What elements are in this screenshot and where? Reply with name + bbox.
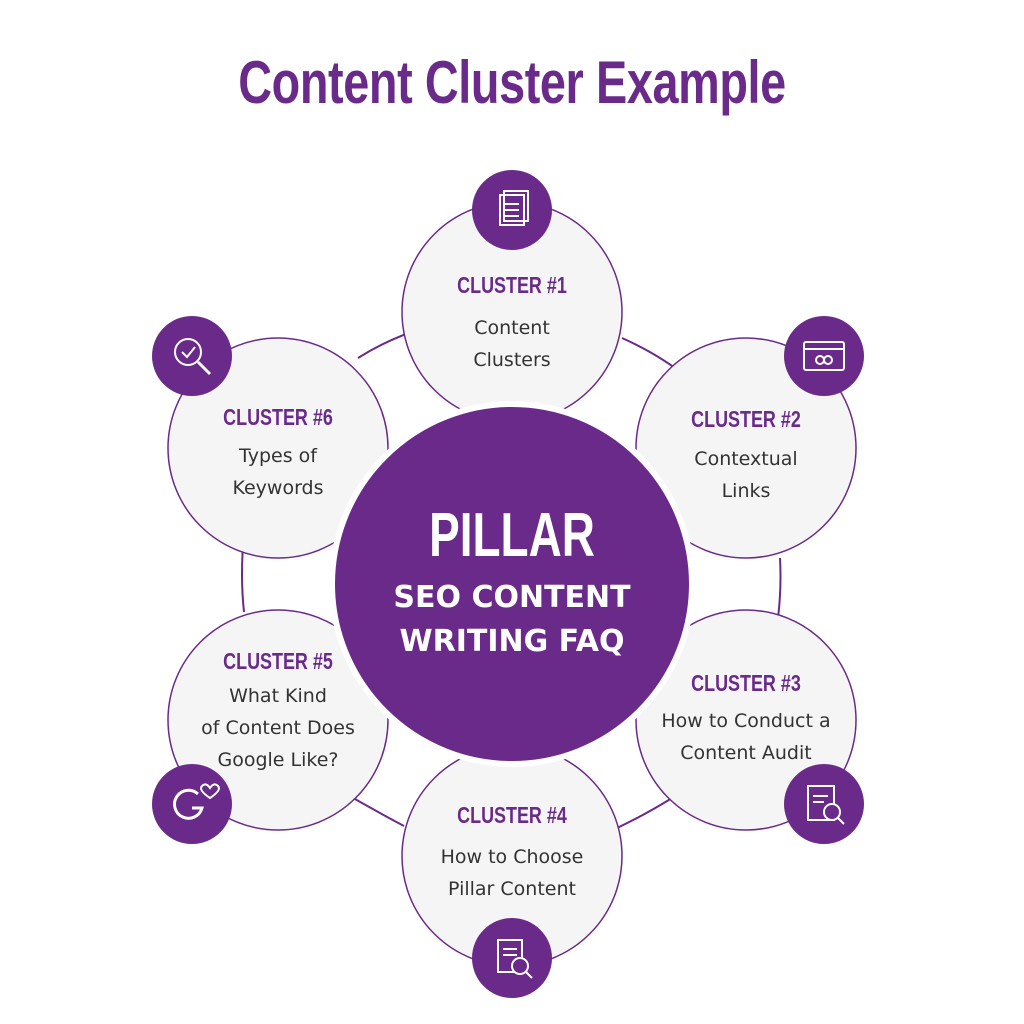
cluster-4-text: How to Choose Pillar Content	[440, 846, 584, 900]
cluster-6-text: Types of Keywords	[232, 445, 324, 499]
cluster-3-label: CLUSTER #3	[691, 670, 801, 696]
cluster-1-label: CLUSTER #1	[457, 272, 567, 298]
cluster-circle-6	[167, 337, 389, 559]
cluster-5-text: What Kind of Content Does Google Like?	[201, 685, 355, 771]
cluster-4-label: CLUSTER #4	[457, 802, 567, 828]
cluster-1-text: Content Clusters	[473, 317, 551, 371]
pillar-subtitle: SEO CONTENT WRITING FAQ	[393, 580, 631, 659]
magnifier-check-icon	[152, 316, 232, 396]
pillar-title: PILLAR	[429, 501, 595, 570]
browser-link-icon	[784, 316, 864, 396]
pillar-circle	[329, 401, 695, 767]
cluster-2-text: Contextual Links	[694, 448, 798, 502]
cluster-5-label: CLUSTER #5	[223, 648, 333, 674]
cluster-2-label: CLUSTER #2	[691, 406, 801, 432]
google-heart-icon	[152, 764, 232, 844]
cluster-circle-2	[635, 337, 857, 559]
document-icon	[472, 170, 552, 250]
audit-report-icon	[784, 764, 864, 844]
cluster-circle-5	[167, 609, 389, 831]
cluster-3-text: How to Conduct a Content Audit	[661, 710, 831, 764]
diagram-title: Content Cluster Example	[238, 49, 786, 116]
document-check-icon	[472, 918, 552, 998]
cluster-6-label: CLUSTER #6	[223, 404, 333, 430]
